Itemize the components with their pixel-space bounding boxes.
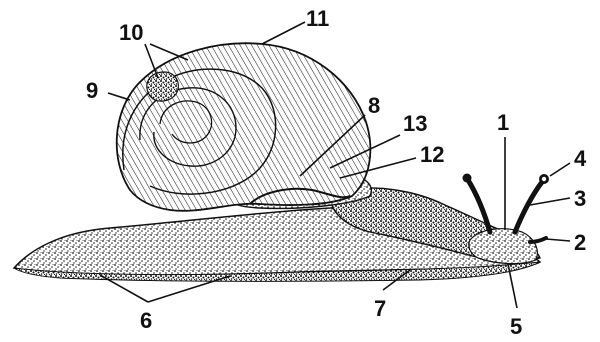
leader-3 — [530, 198, 570, 205]
callout-12: 12 — [420, 142, 444, 167]
leader-2 — [546, 239, 570, 241]
shell-apex — [147, 72, 179, 101]
callout-11: 11 — [306, 6, 329, 31]
callout-1: 1 — [497, 110, 509, 135]
leader-11 — [262, 22, 305, 44]
callout-10: 10 — [119, 20, 143, 45]
eye-left — [463, 174, 472, 183]
callout-8: 8 — [368, 93, 380, 118]
leader-9 — [108, 93, 130, 100]
callout-5: 5 — [510, 314, 522, 339]
leader-10b — [150, 44, 188, 60]
leader-4 — [550, 163, 570, 176]
callout-7: 7 — [374, 296, 386, 321]
callout-13: 13 — [403, 111, 427, 136]
callout-2: 2 — [574, 230, 586, 255]
callout-4: 4 — [574, 146, 587, 171]
callout-6: 6 — [140, 308, 152, 333]
lower-tentacle — [530, 238, 546, 242]
upper-tentacle-right — [515, 182, 542, 232]
callout-9: 9 — [86, 78, 98, 103]
callout-3: 3 — [574, 186, 586, 211]
